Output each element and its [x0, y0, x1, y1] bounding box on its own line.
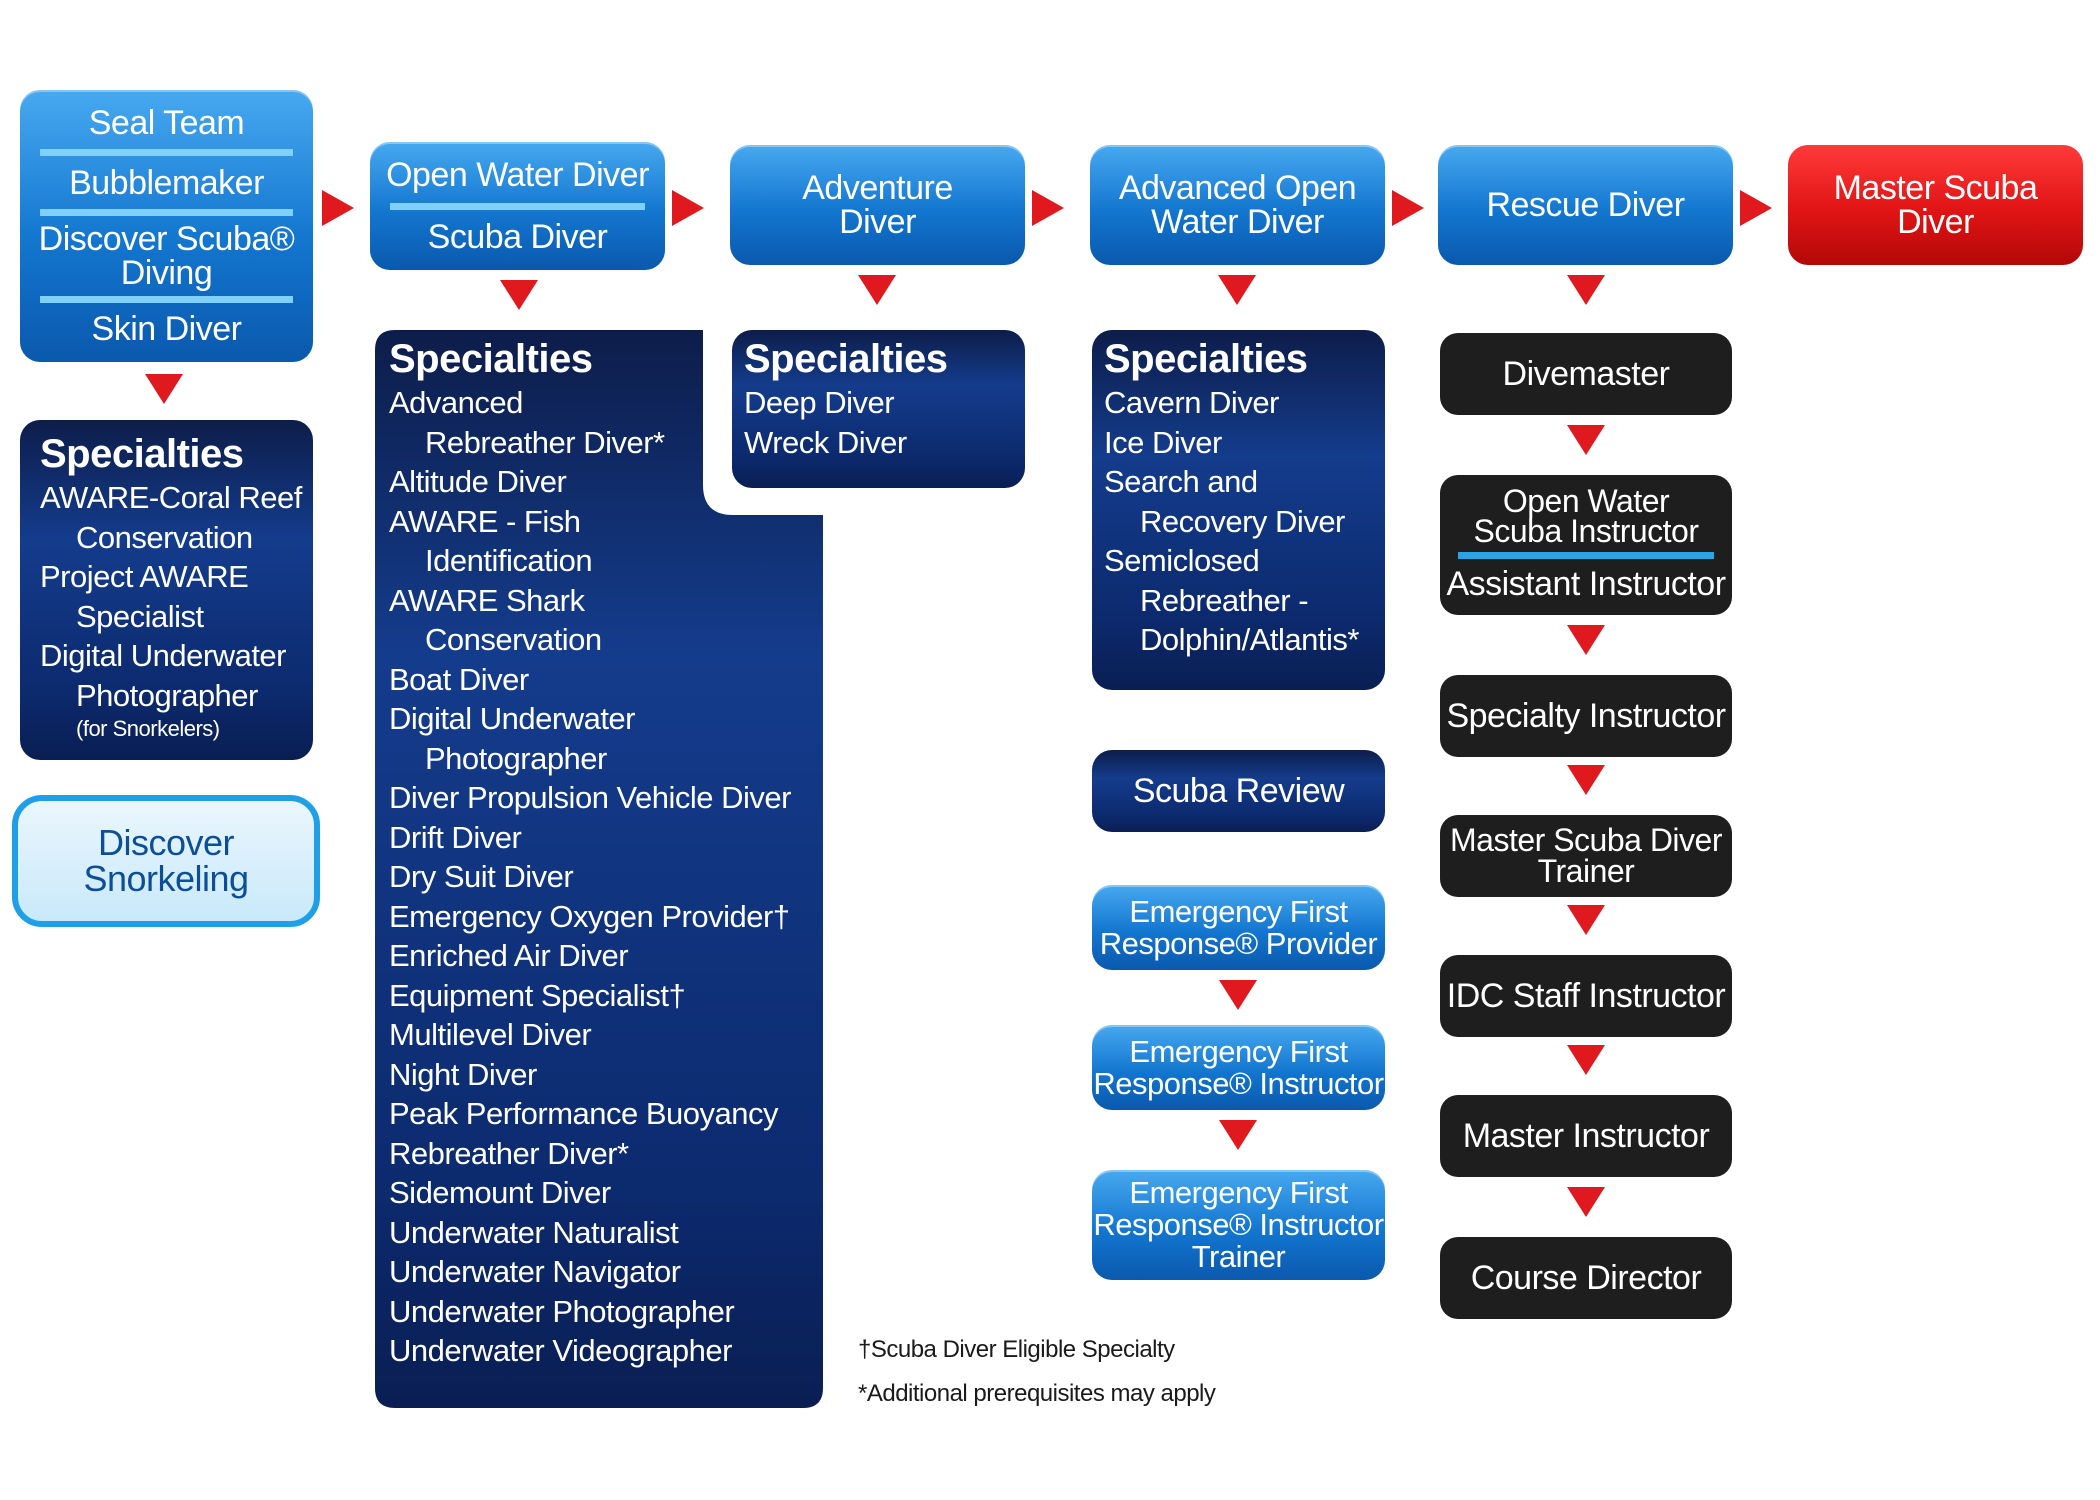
discover-snorkeling-box: Discover Snorkeling	[12, 795, 320, 927]
specialty-item: Drift Diver	[389, 819, 522, 855]
arrow-down-icon	[1567, 765, 1605, 795]
divider	[1458, 551, 1714, 559]
adventure-specialties-box: Specialties Deep Diver Wreck Diver	[732, 330, 1025, 488]
specialty-item: Equipment Specialist†	[389, 977, 686, 1013]
arrow-down-icon	[1567, 1187, 1605, 1217]
specialty-item: Diver Propulsion Vehicle Diver	[389, 780, 791, 815]
specialty-item: Cavern Diver	[1104, 385, 1279, 420]
instructor-stack: Open Water Scuba Instructor Assistant In…	[1440, 475, 1732, 615]
specialties-heading: Specialties	[744, 337, 948, 381]
arrow-down-icon	[145, 374, 183, 404]
entry-level-stack: Seal Team Bubblemaker Discover Scuba® Di…	[20, 90, 313, 362]
adventure-diver-box: Adventure Diver	[730, 145, 1025, 265]
msdt-box: Master Scuba Diver Trainer	[1440, 815, 1732, 897]
arrow-down-icon	[1567, 275, 1605, 305]
specialty-item: Underwater Naturalist	[389, 1214, 679, 1250]
arrow-down-icon	[500, 280, 538, 310]
specialty-item: Dry Suit Diver	[389, 859, 574, 894]
divider	[40, 149, 293, 157]
arrow-right-icon	[322, 190, 354, 226]
specialty-item: Enriched Air Diver	[389, 938, 629, 973]
arrow-right-icon	[672, 190, 704, 226]
course-director-box: Course Director	[1440, 1237, 1732, 1319]
rescue-diver-box: Rescue Diver	[1438, 145, 1733, 265]
navy-panel-shape	[375, 330, 823, 1408]
specialty-item: Multilevel Diver	[389, 1017, 592, 1052]
open-water-stack: Open Water Diver Scuba Diver	[370, 142, 665, 270]
arrow-down-icon	[1219, 980, 1257, 1010]
specialty-item: Ice Diver	[1104, 424, 1222, 460]
specialty-note: (for Snorkelers)	[76, 716, 220, 741]
footnote-asterisk: *Additional prerequisites may apply	[858, 1380, 1216, 1407]
specialty-item: Rebreather Diver*	[389, 1135, 629, 1171]
specialty-item: Deep Diver	[744, 385, 895, 420]
specialty-item: Underwater Videographer	[389, 1333, 732, 1368]
specialty-item: Altitude Diver	[389, 464, 567, 499]
specialty-item: Boat Diver	[389, 661, 529, 697]
specialty-item: Wreck Diver	[744, 424, 907, 460]
divider	[40, 295, 293, 303]
arrow-down-icon	[1567, 425, 1605, 455]
specialty-item: Peak Performance Buoyancy	[389, 1096, 779, 1131]
open-water-diver-item: Open Water Diver	[386, 156, 649, 195]
arrow-right-icon	[1392, 190, 1424, 226]
arrow-right-icon	[1740, 190, 1772, 226]
arrow-down-icon	[1219, 1120, 1257, 1150]
arrow-right-icon	[1032, 190, 1064, 226]
divemaster-box: Divemaster	[1440, 333, 1732, 415]
skin-diver-item: Skin Diver	[91, 310, 242, 349]
efr-instructor-trainer-box: Emergency First Response® Instructor Tra…	[1092, 1170, 1385, 1280]
efr-instructor-box: Emergency First Response® Instructor	[1092, 1025, 1385, 1110]
bubblemaker-item: Bubblemaker	[69, 163, 264, 202]
master-instructor-box: Master Instructor	[1440, 1095, 1732, 1177]
advanced-specialties-box: Specialties Cavern Diver Ice Diver Searc…	[1092, 330, 1385, 690]
owsi-item: Open Water Scuba Instructor	[1473, 483, 1700, 550]
specialties-heading: Specialties	[389, 337, 593, 381]
footnote-dagger: †Scuba Diver Eligible Specialty	[858, 1336, 1175, 1363]
seal-team-item: Seal Team	[88, 103, 245, 142]
arrow-down-icon	[858, 275, 896, 305]
arrow-down-icon	[1567, 625, 1605, 655]
divider	[40, 209, 293, 217]
specialty-instructor-box: Specialty Instructor	[1440, 675, 1732, 757]
arrow-down-icon	[1567, 1045, 1605, 1075]
discover-scuba-item: Discover Scuba® Diving	[38, 220, 295, 293]
idc-staff-instructor-box: IDC Staff Instructor	[1440, 955, 1732, 1037]
specialty-item: Underwater Photographer	[389, 1293, 735, 1329]
specialty-item: Emergency Oxygen Provider†	[389, 898, 790, 934]
specialty-item: Sidemount Diver	[389, 1175, 611, 1210]
specialty-item: Night Diver	[389, 1056, 537, 1092]
specialty-item: Underwater Navigator	[389, 1254, 681, 1289]
master-scuba-diver-box: Master Scuba Diver	[1788, 145, 2083, 265]
specialties-heading: Specialties	[40, 432, 244, 476]
advanced-open-water-box: Advanced Open Water Diver	[1090, 145, 1385, 265]
scuba-diver-item: Scuba Diver	[427, 217, 608, 256]
adventure-specialties-list: Deep Diver Wreck Diver	[744, 383, 1025, 462]
efr-provider-box: Emergency First Response® Provider	[1092, 885, 1385, 970]
assistant-instructor-item: Assistant Instructor	[1446, 564, 1726, 603]
divider	[390, 202, 645, 210]
scuba-review-box: Scuba Review	[1092, 750, 1385, 832]
arrow-down-icon	[1567, 905, 1605, 935]
specialties-heading: Specialties	[1104, 337, 1308, 381]
arrow-down-icon	[1218, 275, 1256, 305]
